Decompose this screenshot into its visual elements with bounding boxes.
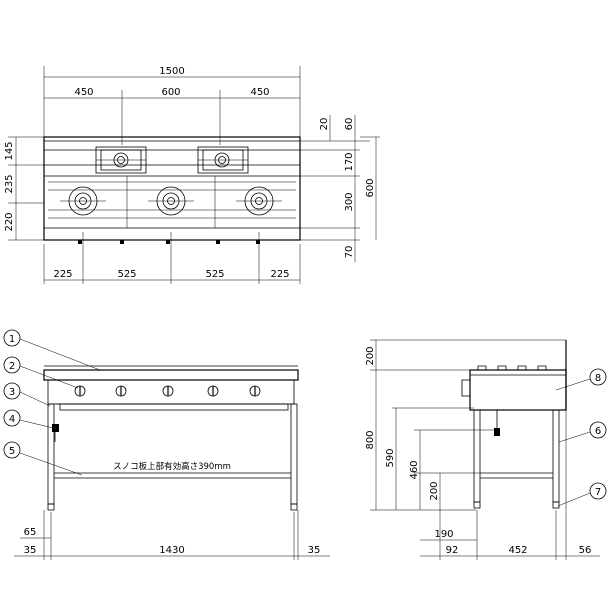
dim-bottom-segment-3: 525 <box>205 269 224 280</box>
callout-6: 6 <box>558 421 607 443</box>
dim-bottom-35-right: 35 <box>308 545 321 556</box>
front-knobs <box>74 385 261 397</box>
callout-1: 1 <box>3 329 101 371</box>
dim-width-segment-3: 450 <box>250 87 269 98</box>
callout-5: 5 <box>3 441 83 476</box>
front-burner-center <box>148 186 194 216</box>
dim-left-height-3: 220 <box>4 212 15 231</box>
svg-text:2: 2 <box>9 361 15 372</box>
svg-text:3: 3 <box>9 387 15 398</box>
dim-width-segment-2: 600 <box>161 87 180 98</box>
dim-bottom-segment-1: 225 <box>53 269 72 280</box>
dim-bottom-1430: 1430 <box>159 545 184 556</box>
dim-side-800: 800 <box>365 430 376 449</box>
dim-width-segment-1: 450 <box>74 87 93 98</box>
top-view: 1500 450 600 450 225 525 525 225 145 235… <box>4 66 380 284</box>
callout-8: 8 <box>555 368 607 391</box>
dim-side-460: 460 <box>409 460 420 479</box>
dim-65: 65 <box>24 527 37 538</box>
front-view: スノコ板上部有効高さ390mm 1 2 3 4 5 <box>3 329 330 560</box>
dim-left-height-2: 235 <box>4 174 15 193</box>
dim-side-56: 56 <box>579 545 592 556</box>
dim-side-200-top: 200 <box>365 346 376 365</box>
svg-text:1: 1 <box>9 334 15 345</box>
front-burner-right <box>236 186 282 216</box>
dim-right-height-2: 300 <box>344 192 355 211</box>
callout-3: 3 <box>3 382 51 407</box>
front-burner-left <box>60 186 106 216</box>
dim-side-92: 92 <box>446 545 459 556</box>
dim-bottom-35-left: 35 <box>24 545 37 556</box>
dim-bottom-segment-2: 525 <box>117 269 136 280</box>
svg-text:5: 5 <box>9 446 15 457</box>
rear-burner-right <box>197 146 249 174</box>
dim-right-small-1: 20 <box>319 118 330 131</box>
svg-text:8: 8 <box>595 373 601 384</box>
svg-text:7: 7 <box>595 487 601 498</box>
callout-7: 7 <box>557 482 607 507</box>
callout-2: 2 <box>3 356 79 389</box>
dim-bottom-segment-4: 225 <box>270 269 289 280</box>
side-view: 8 6 7 200 800 590 460 200 <box>365 339 607 560</box>
dim-side-190: 190 <box>434 529 453 540</box>
dim-side-590: 590 <box>385 448 396 467</box>
dim-right-small-2: 60 <box>344 118 355 131</box>
svg-text:4: 4 <box>9 414 15 425</box>
top-view-knobs <box>78 240 260 244</box>
dim-overall-depth: 600 <box>365 178 376 197</box>
callout-4: 4 <box>3 409 54 429</box>
dim-right-height-3: 70 <box>344 246 355 259</box>
dim-side-452: 452 <box>508 545 527 556</box>
svg-text:6: 6 <box>595 426 601 437</box>
dim-right-height-1: 170 <box>344 152 355 171</box>
dim-left-height-1: 145 <box>4 141 15 160</box>
top-view-outline <box>43 136 301 241</box>
shelf-note: スノコ板上部有効高さ390mm <box>113 461 231 472</box>
dim-overall-width: 1500 <box>159 66 184 77</box>
dim-side-200-bottom: 200 <box>429 481 440 500</box>
front-grates <box>48 176 296 228</box>
rear-burner-left <box>95 146 147 174</box>
